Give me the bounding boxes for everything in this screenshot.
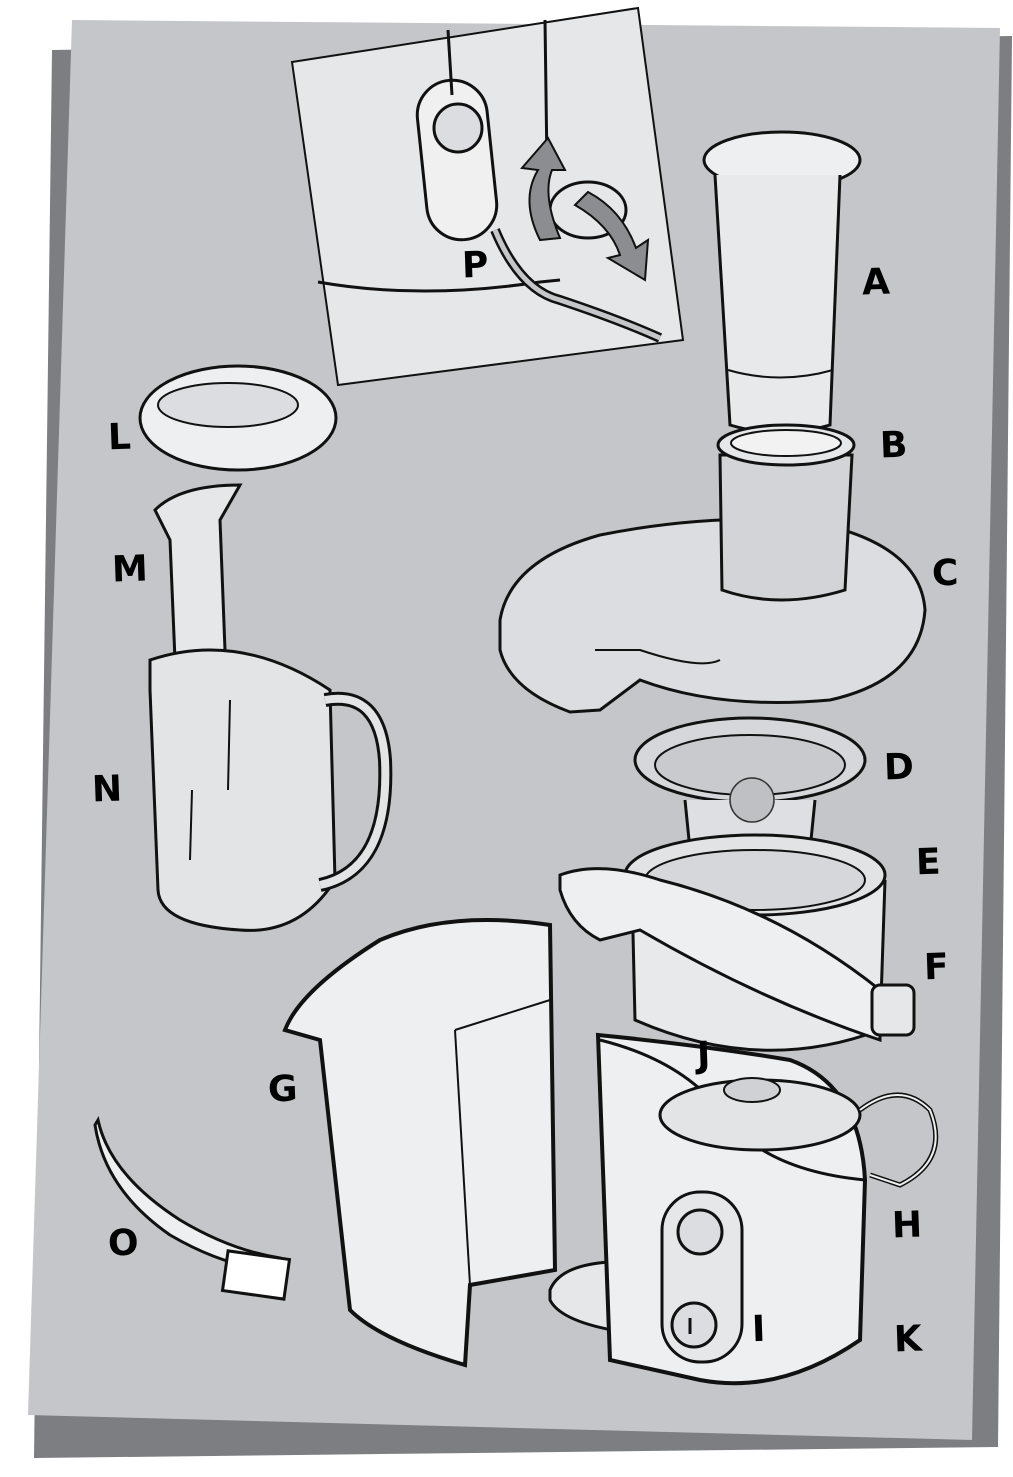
label-c: C — [931, 552, 960, 595]
label-p: P — [461, 244, 490, 287]
inset-cord-storage — [290, 6, 685, 387]
motor-base-part — [548, 1032, 939, 1386]
label-o: O — [107, 1222, 140, 1265]
label-d: D — [883, 746, 915, 789]
juice-jug-part — [138, 364, 393, 932]
label-m: M — [111, 548, 149, 591]
grater-disc-icon — [729, 777, 775, 823]
label-a: A — [861, 261, 891, 304]
label-b: B — [879, 424, 909, 467]
pulp-bowl-part — [558, 833, 916, 1052]
label-g: G — [267, 1068, 299, 1111]
label-i: I — [751, 1308, 767, 1351]
speed-button — [676, 1208, 724, 1256]
cleaning-brush-part — [93, 1115, 292, 1301]
label-k: K — [893, 1318, 923, 1361]
inset-button-knob — [432, 102, 484, 154]
label-l: L — [107, 416, 132, 459]
label-f: F — [923, 946, 950, 989]
rotate-arrow-icon — [573, 190, 650, 282]
up-arrow-icon — [520, 136, 567, 242]
label-n: N — [91, 768, 123, 811]
food-pusher-part — [702, 130, 862, 434]
label-j: J — [696, 1034, 712, 1077]
label-e: E — [915, 841, 942, 884]
spout-knob — [870, 983, 916, 1037]
power-button — [670, 1301, 718, 1349]
brush-bristles — [220, 1249, 292, 1301]
drive-coupling — [723, 1077, 781, 1103]
juicer-cover-part — [498, 423, 927, 714]
pulp-container-part — [282, 918, 558, 1368]
label-h: H — [891, 1204, 923, 1247]
